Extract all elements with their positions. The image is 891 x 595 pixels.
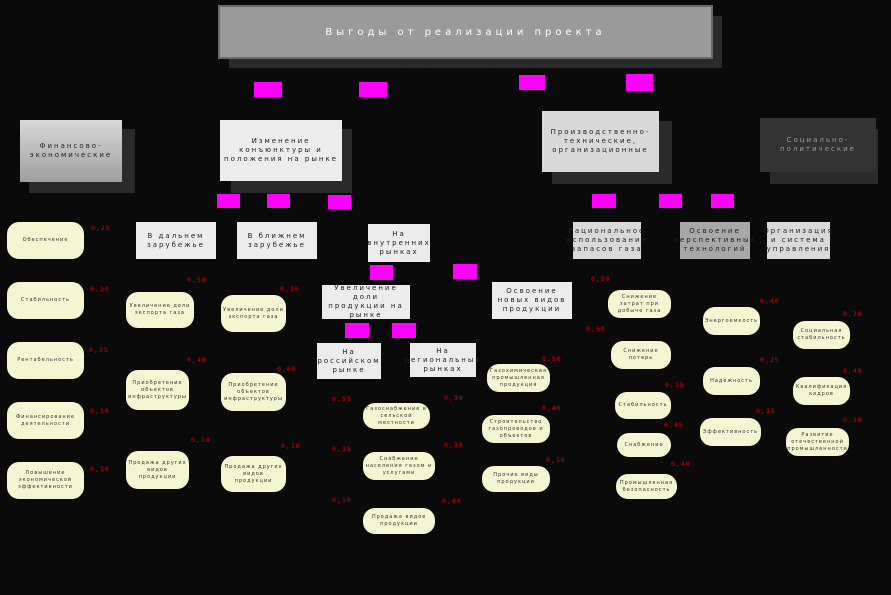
weight-marker bbox=[359, 82, 387, 97]
renewal-item: Энергоемкость bbox=[703, 307, 760, 335]
weight-marker bbox=[254, 82, 282, 97]
weight-value: 0,30 bbox=[280, 285, 300, 293]
production-renewal: Освоение перспективных технологий bbox=[673, 222, 755, 259]
weight-value: 0,55 bbox=[332, 395, 352, 403]
weight-value: 0,40 bbox=[442, 497, 462, 505]
management-item: Квалификация кадров bbox=[793, 377, 850, 405]
weight-marker bbox=[370, 265, 393, 280]
weight-value: 0,35 bbox=[89, 346, 109, 354]
renewal-item: Эффективность bbox=[700, 418, 761, 446]
weight-marker bbox=[453, 264, 477, 279]
russian-market-item: Продажа видов продукции bbox=[363, 508, 435, 534]
regional-market-item: Газохимическая промышленная продукция bbox=[487, 364, 550, 392]
financial-benefit-item: Повышение экономической эффективности bbox=[7, 462, 84, 499]
weight-value: 0,40 bbox=[760, 297, 780, 305]
production-resources: Рациональное использование запасов газа bbox=[566, 222, 646, 259]
market-far-abroad: В ближнем зарубежье bbox=[237, 222, 317, 259]
far-abroad-item: Приобретение объектов инфраструктуры bbox=[221, 373, 286, 411]
market-near-abroad: В дальнем зарубежье bbox=[136, 222, 216, 259]
weight-value: 0,30 bbox=[843, 310, 863, 318]
weight-value: 0,30 bbox=[444, 394, 464, 402]
category-financial: Финансово-экономические bbox=[20, 120, 122, 182]
weight-value: 0,45 bbox=[664, 421, 684, 429]
far-abroad-item: Увеличение доли экспорта газа bbox=[221, 295, 286, 332]
weight-marker bbox=[345, 323, 369, 338]
resources-item: Снижение потерь bbox=[611, 341, 671, 369]
weight-marker bbox=[626, 74, 653, 91]
weight-value: 0,10 bbox=[90, 465, 110, 473]
production-management: Организация и система управления bbox=[763, 222, 832, 259]
weight-marker bbox=[519, 75, 545, 90]
weight-marker bbox=[217, 194, 240, 208]
market-new-products: Освоение новых видов продукции bbox=[492, 282, 572, 319]
weight-value: 0,10 bbox=[191, 436, 211, 444]
market-domestic: На внутренних рынках bbox=[367, 224, 430, 262]
far-abroad-item: Продажа других видов продукции bbox=[221, 456, 286, 492]
financial-benefit-item: Рентабельность bbox=[7, 342, 84, 379]
weight-marker bbox=[711, 194, 734, 208]
weight-value: 0,40 bbox=[542, 404, 562, 412]
regional-market-item: Строительство газопроводов и объектов bbox=[482, 415, 550, 443]
weight-value: 0,10 bbox=[90, 407, 110, 415]
market-share-increase: Увеличение доли продукции на рынке bbox=[322, 284, 410, 319]
weight-value: 0,25 bbox=[760, 356, 780, 364]
near-abroad-item: Увеличение доли экспорта газа bbox=[126, 292, 194, 328]
weight-value: 0,15 bbox=[665, 381, 685, 389]
weight-marker bbox=[592, 194, 616, 208]
weight-marker bbox=[328, 195, 351, 209]
weight-value: 0,10 bbox=[546, 456, 566, 464]
weight-value: 0,40 bbox=[671, 460, 691, 468]
category-market: Изменение конъюнктуры и положения на рын… bbox=[220, 120, 342, 181]
category-social: Социально-политические bbox=[760, 118, 876, 172]
diagram-title: Выгоды от реализации проекта bbox=[218, 5, 713, 59]
weight-value: 0,50 bbox=[586, 325, 606, 333]
weight-value: 0,50 bbox=[187, 276, 207, 284]
weight-marker bbox=[267, 194, 290, 208]
financial-benefit-item: Стабильность bbox=[7, 282, 84, 319]
management-item: Развитие отечественной промышленности bbox=[786, 428, 849, 456]
russian-market-item: Снабжение населения газом и услугами bbox=[363, 452, 435, 480]
market-russian: На российском рынке bbox=[317, 343, 381, 379]
near-abroad-item: Продажа других видов продукции bbox=[126, 451, 189, 489]
weight-value: 0,30 bbox=[444, 441, 464, 449]
resources-item: Снижение затрат при добыче газа bbox=[608, 290, 671, 318]
renewal-item: Надежность bbox=[703, 367, 760, 395]
financial-benefit-item: Финансирование деятельности bbox=[7, 402, 84, 439]
weight-value: 0,50 bbox=[542, 355, 562, 363]
category-production: Производственно-технические, организацио… bbox=[542, 111, 659, 172]
weight-value: 0,60 bbox=[277, 365, 297, 373]
weight-value: 0,50 bbox=[591, 275, 611, 283]
resources-item: Промышленная безопасность bbox=[616, 474, 677, 499]
weight-value: 0,30 bbox=[843, 416, 863, 424]
weight-value: 0,40 bbox=[843, 367, 863, 375]
resources-item: Снабжение bbox=[617, 433, 671, 457]
weight-value: 0,10 bbox=[332, 496, 352, 504]
market-regional: На региональных рынках bbox=[405, 343, 480, 377]
russian-market-item: Газоснабжение в сельской местности bbox=[363, 403, 430, 429]
weight-marker bbox=[392, 323, 416, 338]
near-abroad-item: Приобретение объектов инфраструктуры bbox=[126, 370, 189, 410]
regional-market-item: Прочие виды продукции bbox=[482, 466, 550, 492]
weight-value: 0,30 bbox=[90, 285, 110, 293]
weight-value: 0,40 bbox=[187, 356, 207, 364]
weight-marker bbox=[659, 194, 682, 208]
management-item: Социальная стабильность bbox=[793, 321, 850, 349]
weight-value: 0,10 bbox=[281, 442, 301, 450]
weight-value: 0,35 bbox=[332, 445, 352, 453]
weight-value: 0,35 bbox=[756, 407, 776, 415]
financial-benefit-item: Обеспечение bbox=[7, 222, 84, 259]
resources-item: Стабильность bbox=[615, 392, 671, 419]
weight-value: 0,25 bbox=[91, 224, 111, 232]
